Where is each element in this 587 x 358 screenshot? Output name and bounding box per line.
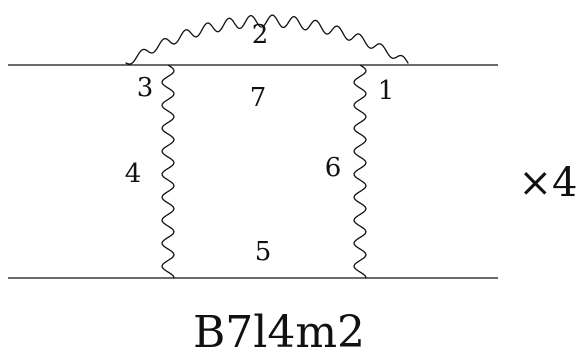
edge-label-6: 6 [325, 153, 342, 183]
multiplicity-factor: ×4 [519, 160, 578, 206]
diagram-caption: B7l4m2 [193, 307, 365, 358]
edge-label-4: 4 [125, 159, 142, 189]
edge-label-5: 5 [255, 237, 272, 267]
edge-label-2: 2 [252, 20, 269, 50]
edge-label-1: 1 [378, 76, 395, 106]
photon-line-4-vertical [161, 64, 175, 279]
photon-line-2-arc [125, 14, 409, 65]
photon-line-6-vertical [353, 64, 367, 279]
edge-label-3: 3 [137, 73, 154, 103]
edge-label-7: 7 [250, 83, 267, 113]
